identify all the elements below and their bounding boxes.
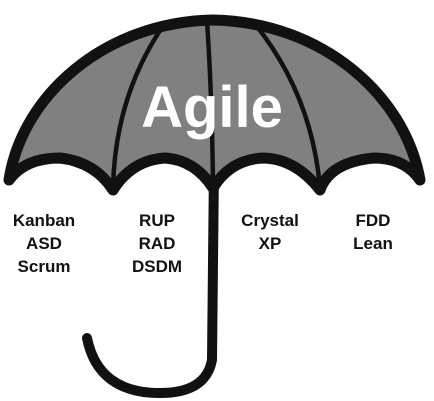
umbrella-handle xyxy=(82,160,219,399)
methodology-label: XP xyxy=(259,234,282,253)
methodology-label: FDD xyxy=(356,211,391,230)
umbrella-rib xyxy=(252,21,323,191)
methodology-label: ASD xyxy=(26,234,62,253)
umbrella-ribs xyxy=(110,18,323,191)
methodology-group: Crystal XP xyxy=(241,211,299,253)
methodology-label: Scrum xyxy=(18,257,71,276)
methodology-label: RUP xyxy=(139,211,175,230)
methodology-group: RUP RAD DSDM xyxy=(132,211,182,276)
umbrella-rib xyxy=(204,18,216,189)
methodology-label: Kanban xyxy=(13,211,75,230)
methodology-group: FDD Lean xyxy=(353,211,393,253)
umbrella-title: Agile xyxy=(141,75,283,140)
umbrella-rib xyxy=(110,20,168,191)
methodology-label: Crystal xyxy=(241,211,299,230)
methodology-label: DSDM xyxy=(132,257,182,276)
methodology-label: Lean xyxy=(353,234,393,253)
methodology-label: RAD xyxy=(139,234,176,253)
methodology-group: Kanban ASD Scrum xyxy=(13,211,75,276)
